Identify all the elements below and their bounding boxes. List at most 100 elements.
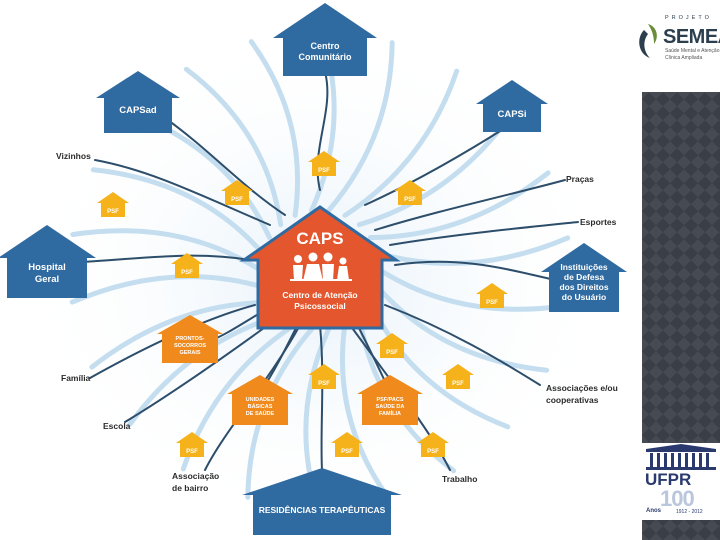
ufpr-hundred: 100: [660, 486, 695, 511]
psf-house: PSF: [442, 364, 474, 389]
caps-title: CAPS: [296, 229, 343, 248]
swirl-ray: [90, 167, 265, 256]
psf-house-shape: [308, 151, 340, 176]
house-prontos-line1: PRONTOS-: [176, 336, 205, 342]
psf-houses: PSF PSF PSF PSF PSF PSF PSF PSF PSF PSF PSF PSF: [97, 151, 508, 457]
label-associacoes-line1: Associações e/ou: [546, 383, 618, 393]
psf-house-label: PSF: [231, 197, 243, 203]
psf-house-label: PSF: [452, 381, 464, 387]
psf-house-label: PSF: [186, 449, 198, 455]
ufpr-name: UFPR: [645, 470, 692, 489]
psf-house-shape: [442, 364, 474, 389]
psf-house-shape: [394, 180, 426, 205]
psf-house: PSF: [308, 364, 340, 389]
house-instituicoes-line3: dos Direitos: [559, 282, 608, 292]
house-residencias: RESIDÊNCIAS TERAPÊUTICAS: [242, 468, 402, 535]
house-psfpacs-line3: FAMÍLIA: [379, 409, 401, 417]
house-capsad-label: CAPSad: [119, 105, 157, 116]
link-capsad: [164, 117, 286, 216]
house-psf-pacs: PSF/PACS SAÚDE DA FAMÍLIA: [357, 375, 423, 425]
link-hospital: [79, 254, 251, 263]
psf-house: PSF: [171, 253, 203, 278]
psf-house-label: PSF: [181, 270, 193, 276]
psf-house: PSF: [476, 283, 508, 308]
house-instituicoes-line1: Instituições: [560, 262, 608, 272]
house-unidades-line1: UNIDADES: [246, 397, 275, 403]
label-esportes: Esportes: [580, 217, 617, 227]
swirl-ray: [248, 39, 301, 218]
house-centro-comunitario: Centro Comunitário: [273, 3, 377, 76]
psf-house-shape: [308, 364, 340, 389]
semear-subtitle-1: Saúde Mental e Atenção: [665, 48, 720, 54]
swirl-ray: [89, 299, 273, 370]
swirl-ray: [339, 322, 392, 501]
psf-house-shape: [176, 432, 208, 457]
house-hospital-geral-line1: Hospital: [28, 262, 65, 273]
psf-house-label: PSF: [486, 300, 498, 306]
psf-house: PSF: [331, 432, 363, 457]
house-unidades-line2: BÁSICAS: [248, 403, 273, 410]
swirl-ray: [377, 267, 570, 312]
house-psfpacs-line1: PSF/PACS: [376, 397, 403, 403]
house-centro-comunitario-line1: Centro: [311, 41, 341, 51]
house-caps-center: CAPS Centro de Atenção Psicossocial: [239, 205, 401, 330]
family-icon: [290, 252, 352, 281]
caps-line1: Centro de Atenção: [282, 290, 357, 300]
psf-house-label: PSF: [318, 168, 330, 174]
house-instituicoes-line2: de Defesa: [564, 272, 604, 282]
label-associacao-line2: de bairro: [172, 483, 208, 493]
psf-house: PSF: [221, 180, 253, 205]
label-associacao-line1: Associação: [172, 471, 219, 481]
house-capsi: CAPSi: [476, 80, 548, 132]
ufpr-building-icon: [646, 444, 716, 470]
house-capsad: CAPSad: [96, 71, 180, 133]
psf-house-shape: [417, 432, 449, 457]
psf-house-label: PSF: [318, 381, 330, 387]
house-capsi-label: CAPSi: [497, 109, 526, 120]
psf-house-label: PSF: [427, 449, 439, 455]
link-vizinhos: [94, 159, 271, 226]
link-capsi: [364, 127, 506, 206]
swirl-ray: [342, 68, 460, 218]
ufpr-logo: [642, 443, 720, 520]
label-associacoes-line2: cooperativas: [546, 395, 599, 405]
semear-logo-icon: [639, 24, 657, 58]
label-vizinhos: Vizinhos: [56, 151, 91, 161]
psf-house: PSF: [417, 432, 449, 457]
house-hospital-geral: Hospital Geral: [0, 225, 96, 298]
ufpr-anos: Anos: [646, 508, 661, 514]
psf-house-shape: [97, 192, 129, 217]
psf-house-label: PSF: [107, 209, 119, 215]
link-pracas: [374, 179, 566, 231]
link-escola: [124, 319, 276, 423]
psf-house-shape: [331, 432, 363, 457]
semear-title: SEMEAR: [663, 26, 720, 48]
psf-house-shape: [376, 333, 408, 358]
psf-house-shape: [221, 180, 253, 205]
link-associacoes: [384, 304, 541, 386]
swirl-ray: [375, 284, 550, 373]
house-prontos-line2: SOCORROS: [174, 343, 206, 349]
swirl-ray: [375, 235, 571, 266]
house-centro-comunitario-line2: Comunitário: [299, 52, 353, 62]
psf-house-label: PSF: [404, 197, 416, 203]
house-unidades-basicas: UNIDADES BÁSICAS DE SAÚDE: [227, 375, 293, 425]
link-centro-comunitario: [316, 71, 329, 191]
semear-subtitle-2: Clínica Ampliada: [665, 55, 703, 61]
psf-house-shape: [171, 253, 203, 278]
psf-house-label: PSF: [386, 350, 398, 356]
house-prontos-socorros: PRONTOS- SOCORROS GERAIS: [157, 315, 223, 363]
house-instituicoes-line4: do Usuário: [562, 292, 606, 302]
psf-house: PSF: [394, 180, 426, 205]
ufpr-years: 1912 - 2012: [676, 509, 703, 515]
psf-house-shape: [476, 283, 508, 308]
label-familia: Família: [61, 373, 91, 383]
semear-projeto-text: PROJETO: [665, 15, 712, 21]
psf-house-label: PSF: [341, 449, 353, 455]
psf-house: PSF: [376, 333, 408, 358]
psf-house: PSF: [97, 192, 129, 217]
link-esportes: [389, 221, 579, 246]
caps-line2: Psicossocial: [294, 301, 346, 311]
swirl-ray: [326, 40, 395, 214]
label-escola: Escola: [103, 421, 131, 431]
